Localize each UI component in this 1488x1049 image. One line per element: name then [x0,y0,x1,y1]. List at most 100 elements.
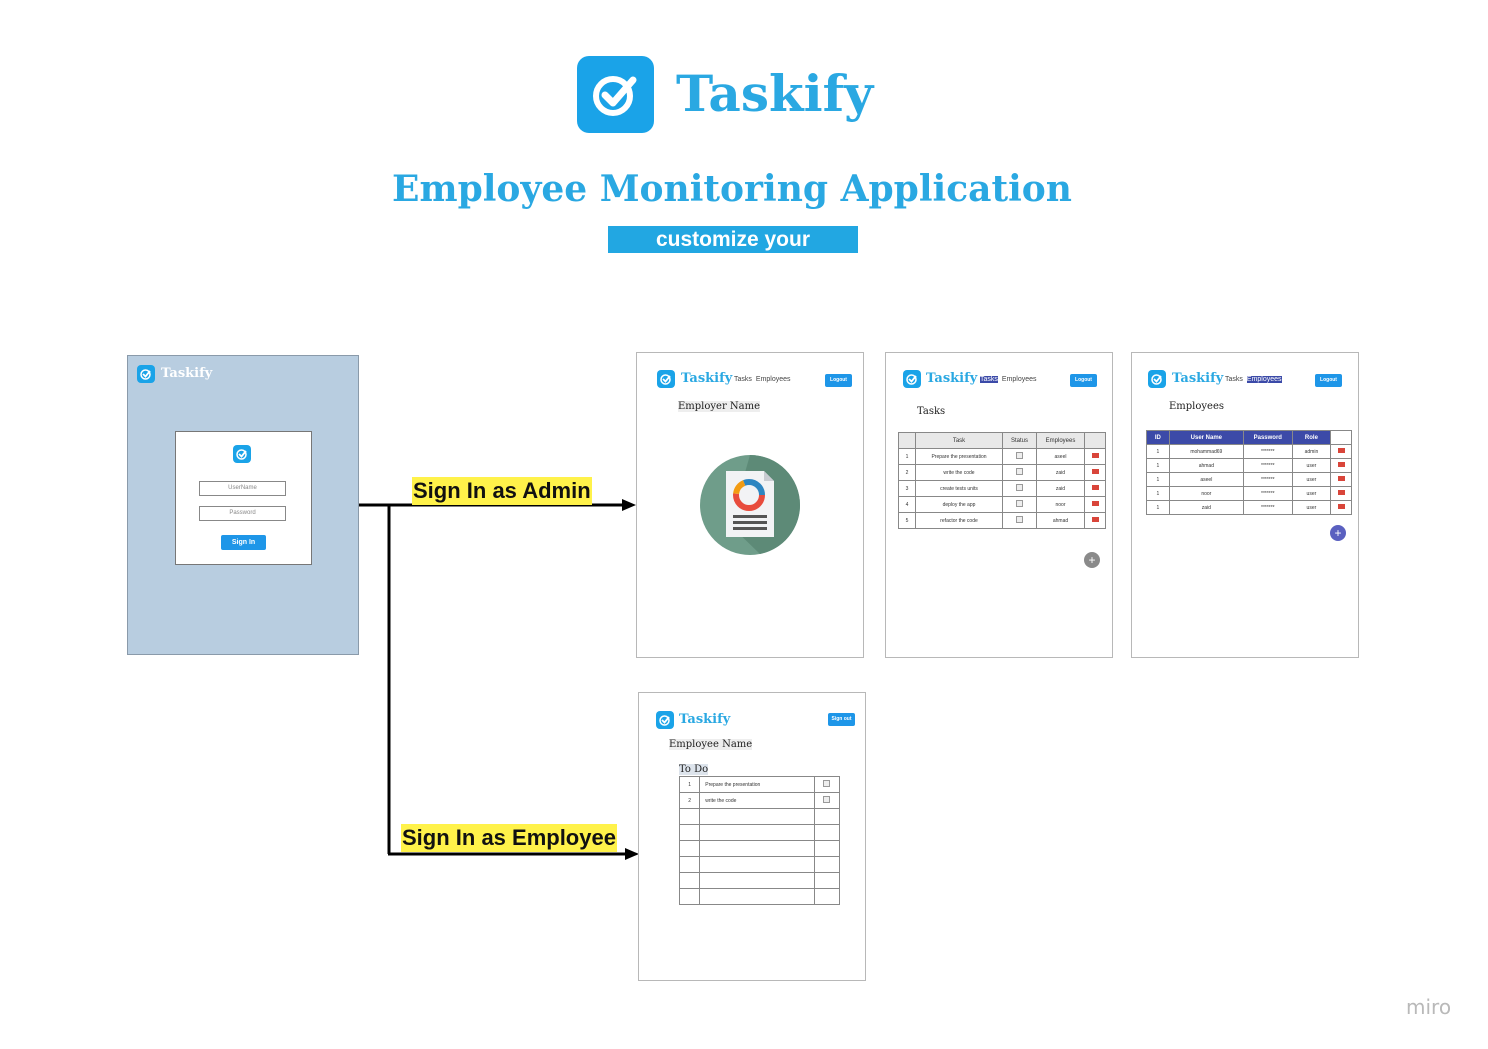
status-checkbox[interactable] [1016,468,1023,475]
col-index [898,432,916,449]
row-task [699,824,815,841]
row-employee: ahmad [1036,512,1085,529]
delete-icon[interactable] [1337,462,1345,467]
row-user: aseel [1168,472,1244,487]
login-card: UserName Password Sign In [175,431,312,565]
status-checkbox[interactable] [1016,452,1023,459]
row-task [699,888,815,905]
nav-tasks[interactable]: Tasks [980,376,998,383]
col-status: Status [1002,432,1037,449]
delete-icon[interactable] [1091,501,1099,506]
row-password: ******* [1242,444,1293,459]
col-role: Role [1291,430,1332,445]
row-task: write the code [699,792,815,809]
report-chart-icon [700,455,800,555]
row-user: mohammad69 [1168,444,1244,459]
nav-tasks[interactable]: Tasks [1225,376,1243,383]
delete-icon[interactable] [1091,469,1099,474]
logout-button[interactable]: Logout [1315,374,1342,387]
add-employee-button[interactable]: + [1330,525,1346,541]
logout-button[interactable]: Logout [1070,374,1097,387]
row-task [699,856,815,873]
row-id: 1 [1146,458,1170,473]
employees-heading: Employees [1169,401,1225,412]
status-checkbox[interactable] [1016,484,1023,491]
delete-icon[interactable] [1091,453,1099,458]
login-screen: Taskify UserName Password Sign In [127,355,359,655]
password-input[interactable]: Password [199,506,286,521]
table-row [678,808,841,825]
nav-tasks[interactable]: Tasks [734,376,752,383]
status-checkbox[interactable] [1016,500,1023,507]
tasks-brand: Taskify [926,371,978,386]
admin-flow-label: Sign In as Admin [412,477,592,505]
login-brand: Taskify [161,366,213,381]
employee-flow-label: Sign In as Employee [401,824,617,852]
add-task-button[interactable]: + [1084,552,1100,568]
employee-name-heading: Employee Name [669,739,753,750]
table-row [678,856,841,873]
row-employee: noor [1036,496,1085,513]
col-actions [1084,432,1106,449]
done-checkbox[interactable] [823,780,831,787]
row-index: 1 [678,776,701,793]
row-task [699,840,815,857]
nav-employees[interactable]: Employees [755,376,791,383]
status-checkbox[interactable] [1016,516,1023,523]
sign-in-button[interactable]: Sign In [221,535,266,550]
row-task: create tests units [915,480,1003,497]
col-id: ID [1146,430,1170,445]
employee-brand: Taskify [679,712,731,727]
username-input[interactable]: UserName [199,481,286,496]
row-password: ******* [1242,458,1293,473]
row-role: user [1291,486,1332,501]
check-logo-icon [233,445,251,463]
row-employee: aseel [1036,448,1085,465]
nav-employees[interactable]: Employees [1246,376,1282,383]
delete-icon[interactable] [1337,448,1345,453]
row-index: 2 [898,464,916,481]
logout-button[interactable]: Logout [825,374,852,387]
row-index: 5 [898,512,916,529]
nav-employees[interactable]: Employees [1001,376,1037,383]
col-task: Task [915,432,1003,449]
check-logo-icon [137,365,155,383]
row-role: user [1291,472,1332,487]
row-index [678,840,701,857]
check-logo-icon [657,370,675,388]
delete-icon[interactable] [1337,476,1345,481]
row-password: ******* [1242,472,1293,487]
row-task [699,808,815,825]
admin-brand: Taskify [681,371,733,386]
row-index [678,888,701,905]
row-index: 1 [898,448,916,465]
row-id: 1 [1146,486,1170,501]
delete-icon[interactable] [1091,485,1099,490]
delete-icon[interactable] [1337,490,1345,495]
col-user-name: User Name [1168,430,1244,445]
delete-icon[interactable] [1337,504,1345,509]
row-role: user [1291,458,1332,473]
done-checkbox[interactable] [823,796,831,803]
row-role: user [1291,500,1332,515]
check-logo-icon [1148,370,1166,388]
check-logo-icon [903,370,921,388]
delete-icon[interactable] [1091,517,1099,522]
sign-out-button[interactable]: Sign out [828,713,855,726]
brand-name: Taskify [676,64,874,123]
employees-brand: Taskify [1172,371,1224,386]
table-row [678,840,841,857]
